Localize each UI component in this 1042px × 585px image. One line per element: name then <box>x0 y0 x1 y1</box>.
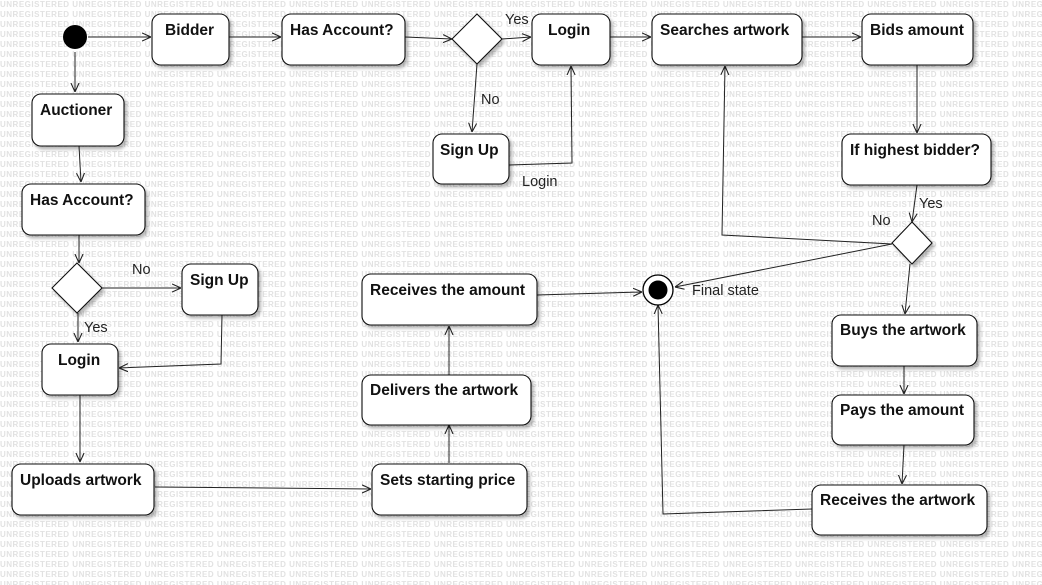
edge-signup-to-login <box>508 66 572 166</box>
edge-pays-to-receives-artwork <box>902 444 904 484</box>
decision-highest-bidder <box>891 221 933 265</box>
edge-decision-to-final <box>675 243 893 287</box>
edge-receives-artwork-to-final <box>658 305 813 515</box>
node-pays-the-amount: Pays the amount <box>831 394 975 446</box>
svg-text:Pays the amount: Pays the amount <box>840 402 964 419</box>
node-bidder: Bidder <box>151 13 230 66</box>
label-no-highest: No <box>872 213 891 229</box>
node-login-auctioner: Login <box>41 343 119 396</box>
node-delivers-the-artwork: Delivers the artwork <box>361 374 532 426</box>
label-final-state: Final state <box>692 283 759 299</box>
node-auctioner: Auctioner <box>31 93 125 147</box>
label-yes-bidder: Yes <box>505 12 529 28</box>
edge-highest-to-decision <box>912 184 917 222</box>
node-searches-artwork: Searches artwork <box>651 13 803 66</box>
svg-text:If highest bidder?: If highest bidder? <box>850 142 980 159</box>
svg-text:Buys the artwork: Buys the artwork <box>840 322 966 339</box>
label-no-bidder: No <box>481 92 500 108</box>
label-yes-highest: Yes <box>919 196 943 212</box>
edge-decision-no-to-signup <box>472 63 478 132</box>
edge-receives-amount-to-final <box>536 292 642 295</box>
node-sign-up-bidder: Sign Up <box>432 133 510 185</box>
node-sign-up-auctioner: Sign Up <box>181 263 259 316</box>
final-state <box>642 274 674 306</box>
svg-text:Login: Login <box>58 352 100 369</box>
node-sets-starting-price: Sets starting price <box>371 463 528 516</box>
svg-text:Bidder: Bidder <box>165 22 214 39</box>
initial-state <box>63 25 87 49</box>
svg-text:Delivers the artwork: Delivers the artwork <box>370 382 519 399</box>
svg-text:Receives the artwork: Receives the artwork <box>820 492 975 509</box>
label-yes-auctioner: Yes <box>84 320 108 336</box>
edge-signup-to-login-a <box>119 314 223 368</box>
node-has-account-bidder: Has Account? <box>281 13 406 66</box>
svg-text:Receives the amount: Receives the amount <box>370 282 525 299</box>
edge-has-account-to-decision <box>404 37 452 39</box>
edge-uploads-to-sets-price <box>154 487 371 489</box>
node-uploads-artwork: Uploads artwork <box>11 463 155 516</box>
label-no-auctioner: No <box>132 262 151 278</box>
svg-text:Has Account?: Has Account? <box>290 22 394 39</box>
node-has-account-auctioner: Has Account? <box>21 183 146 236</box>
node-receives-the-artwork: Receives the artwork <box>811 484 988 536</box>
decision-auctioner-has-account <box>51 262 103 314</box>
label-login-bidder: Login <box>522 174 557 190</box>
svg-text:Searches artwork: Searches artwork <box>660 22 790 39</box>
svg-text:Uploads artwork: Uploads artwork <box>20 472 142 489</box>
svg-text:Bids amount: Bids amount <box>870 22 964 39</box>
node-if-highest-bidder: If highest bidder? <box>841 133 992 186</box>
node-receives-the-amount: Receives the amount <box>361 273 538 326</box>
svg-text:Has Account?: Has Account? <box>30 192 134 209</box>
edge-decision-yes-to-buys <box>905 263 911 314</box>
edge-auctioner-to-has-account <box>79 145 81 182</box>
node-buys-the-artwork: Buys the artwork <box>831 314 978 367</box>
svg-text:Sign Up: Sign Up <box>440 142 499 159</box>
svg-text:Auctioner: Auctioner <box>40 102 112 119</box>
decision-bidder-has-account <box>451 13 503 65</box>
edge-decision-yes-to-login <box>501 37 531 39</box>
node-login-bidder: Login <box>531 13 611 66</box>
svg-text:Sets starting price: Sets starting price <box>380 472 516 489</box>
node-bids-amount: Bids amount <box>861 13 974 66</box>
edges <box>75 37 917 515</box>
svg-text:Login: Login <box>548 22 590 39</box>
svg-text:Sign Up: Sign Up <box>190 272 249 289</box>
edge-decision-no-to-searches <box>722 66 893 245</box>
